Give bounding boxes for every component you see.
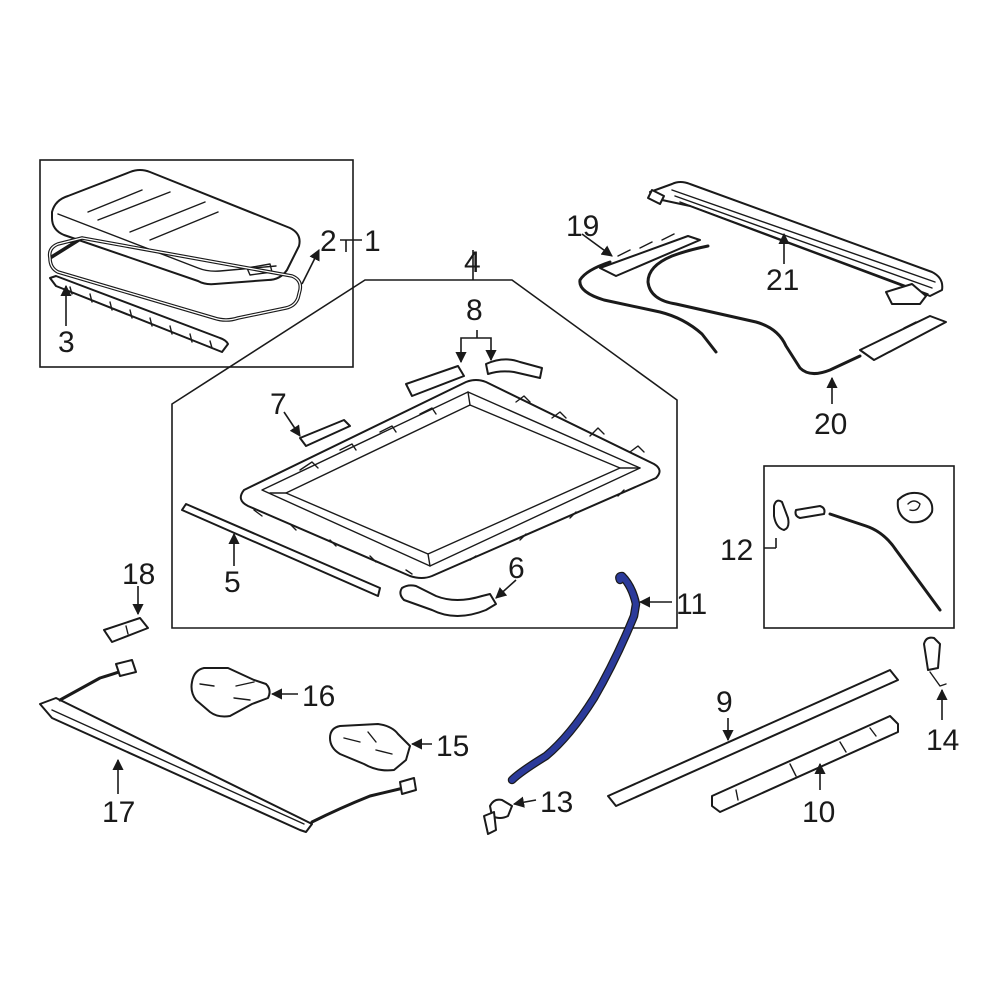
part-side-trim-7[interactable]: [299, 419, 351, 447]
part-trim-pad-right[interactable]: [485, 358, 543, 379]
frame-group-box: [171, 279, 678, 629]
callout-9[interactable]: 9: [716, 686, 733, 719]
part-rear-trim-10[interactable]: [711, 715, 899, 813]
part-sunroof-frame[interactable]: [239, 379, 661, 579]
part-glass-panel[interactable]: [51, 169, 301, 286]
callout-17[interactable]: 17: [102, 796, 135, 829]
part-cable-frame-17[interactable]: [39, 659, 417, 833]
callout-1[interactable]: 1: [364, 225, 381, 258]
part-drain-hose-kit[interactable]: [773, 491, 942, 612]
drain-kit-group-box: [763, 465, 955, 629]
part-drain-hose-connector[interactable]: [399, 584, 497, 617]
callout-leaders: [60, 232, 948, 808]
callout-15[interactable]: 15: [436, 730, 469, 763]
callout-12[interactable]: 12: [720, 534, 753, 567]
callout-7[interactable]: 7: [270, 388, 287, 421]
callout-18[interactable]: 18: [122, 558, 155, 591]
callout-13[interactable]: 13: [540, 786, 573, 819]
part-motor-16[interactable]: [190, 667, 271, 718]
callout-3[interactable]: 3: [58, 326, 75, 359]
part-trim-pad-left[interactable]: [405, 365, 465, 397]
part-motor-15[interactable]: [329, 723, 411, 772]
part-guide-rail-assembly[interactable]: [647, 181, 944, 305]
part-elbow-fitting-14[interactable]: [923, 636, 947, 687]
part-rail-bracket-rear[interactable]: [859, 315, 947, 361]
part-glass-seal[interactable]: [47, 236, 303, 322]
callout-19[interactable]: 19: [566, 210, 599, 243]
callout-5[interactable]: 5: [224, 566, 241, 599]
callout-21[interactable]: 21: [766, 264, 799, 297]
part-elbow-fitting-13[interactable]: [483, 798, 513, 835]
callout-14[interactable]: 14: [926, 724, 959, 757]
callout-11[interactable]: 11: [676, 588, 707, 621]
callout-labels: 1 2 3 4 5 6 7 8 9 10 11 12 13 14 15 16 1…: [58, 210, 959, 829]
part-front-drain-hose-highlighted[interactable]: [507, 571, 641, 785]
callout-16[interactable]: 16: [302, 680, 335, 713]
callout-10[interactable]: 10: [802, 796, 835, 829]
callout-6[interactable]: 6: [508, 552, 525, 585]
part-rear-seal-9[interactable]: [607, 669, 899, 807]
part-drive-cable-20[interactable]: [578, 244, 862, 375]
part-clip-18[interactable]: [103, 617, 149, 643]
part-motor-bracket-19[interactable]: [599, 233, 701, 277]
callout-8[interactable]: 8: [466, 294, 483, 327]
callout-20[interactable]: 20: [814, 408, 847, 441]
callout-4[interactable]: 4: [464, 246, 481, 279]
callout-2[interactable]: 2: [320, 225, 337, 258]
glass-panel-group-box: [39, 159, 354, 368]
part-front-seal-strip[interactable]: [181, 503, 381, 597]
